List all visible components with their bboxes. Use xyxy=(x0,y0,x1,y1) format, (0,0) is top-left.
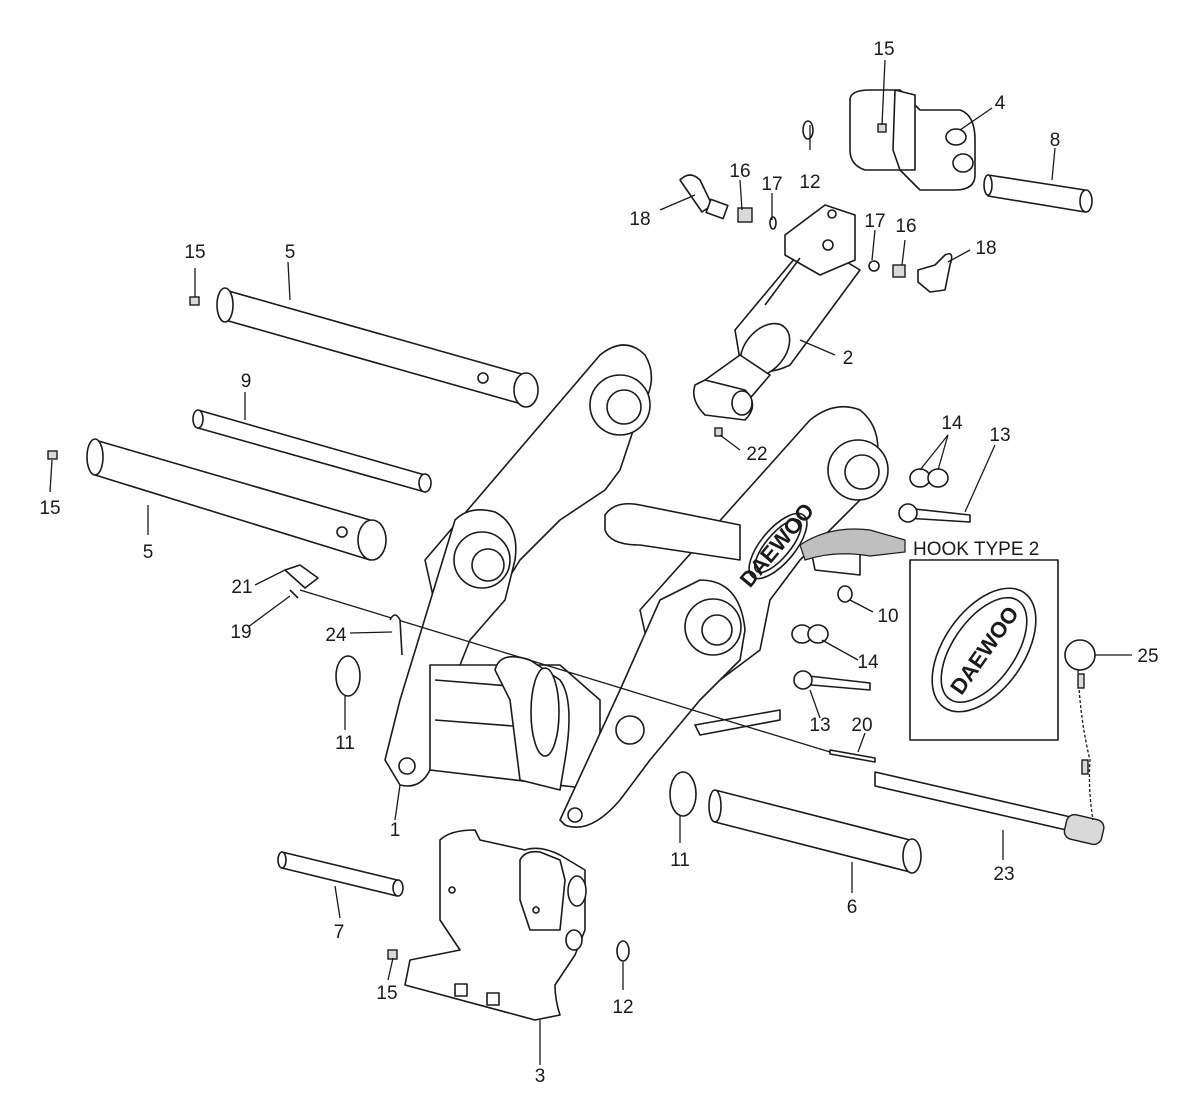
callout-7: 7 xyxy=(334,922,345,943)
callout-24: 24 xyxy=(325,625,347,646)
callout-15-bottom: 15 xyxy=(376,983,397,1004)
callout-18-right: 18 xyxy=(975,238,996,259)
callout-6: 6 xyxy=(847,897,858,918)
callout-25: 25 xyxy=(1137,646,1158,667)
callout-2: 2 xyxy=(843,348,854,369)
callout-13-lower: 13 xyxy=(809,715,830,736)
callout-21: 21 xyxy=(231,577,252,598)
callout-15-lower-pin: 15 xyxy=(39,498,60,519)
callout-15-upper-pin: 15 xyxy=(184,242,205,263)
callout-13-upper: 13 xyxy=(989,425,1010,446)
callout-5-upper: 5 xyxy=(285,242,296,263)
detail-arrow xyxy=(799,528,906,561)
callout-16-right: 16 xyxy=(895,216,916,237)
pin-part-8 xyxy=(983,174,1093,213)
callout-12-top: 12 xyxy=(799,172,820,193)
pin-part-6 xyxy=(708,789,922,874)
callout-15-top: 15 xyxy=(873,39,894,60)
callout-11-right: 11 xyxy=(670,850,690,871)
callout-14-upper: 14 xyxy=(941,413,963,434)
hydraulic-cylinder-part-2 xyxy=(692,204,861,421)
callout-8: 8 xyxy=(1050,130,1061,151)
callout-22: 22 xyxy=(746,444,767,465)
callout-3: 3 xyxy=(535,1066,546,1087)
callout-12-bottom: 12 xyxy=(612,997,633,1018)
pin-part-5-upper xyxy=(216,287,539,408)
hook-type-title: HOOK TYPE 2 xyxy=(913,539,1039,560)
pin-part-5-lower xyxy=(86,438,387,561)
pin-part-7 xyxy=(277,851,404,897)
pin-part-9 xyxy=(192,409,432,493)
callout-16-left: 16 xyxy=(729,161,750,182)
lock-rod-part-23 xyxy=(874,771,1105,846)
callout-20: 20 xyxy=(851,715,872,736)
callout-19: 19 xyxy=(230,622,251,643)
callout-4: 4 xyxy=(995,93,1006,114)
callout-9: 9 xyxy=(241,371,252,392)
bracket-part-4 xyxy=(849,89,976,191)
callout-numbers: 15 4 8 12 16 17 18 17 16 18 2 22 15 5 9 … xyxy=(39,39,1158,1087)
callout-18-left: 18 xyxy=(629,209,650,230)
leader-lines xyxy=(49,59,1132,1065)
callout-17-left: 17 xyxy=(761,174,782,195)
callout-17-right: 17 xyxy=(864,211,885,232)
hook-type-2-inset: HOOK TYPE 2 DAEWOO xyxy=(909,539,1059,741)
callout-5-lower: 5 xyxy=(143,542,154,563)
callout-1: 1 xyxy=(390,820,401,841)
fittings xyxy=(47,120,1096,962)
callout-14-lower: 14 xyxy=(857,652,879,673)
pin-part-20 xyxy=(829,749,876,763)
hook-part-3 xyxy=(404,829,587,1021)
main-frame-part-1: DAEWOO xyxy=(384,344,889,829)
callout-11-left: 11 xyxy=(335,733,355,754)
callout-10: 10 xyxy=(877,606,898,627)
callout-23: 23 xyxy=(993,864,1014,885)
